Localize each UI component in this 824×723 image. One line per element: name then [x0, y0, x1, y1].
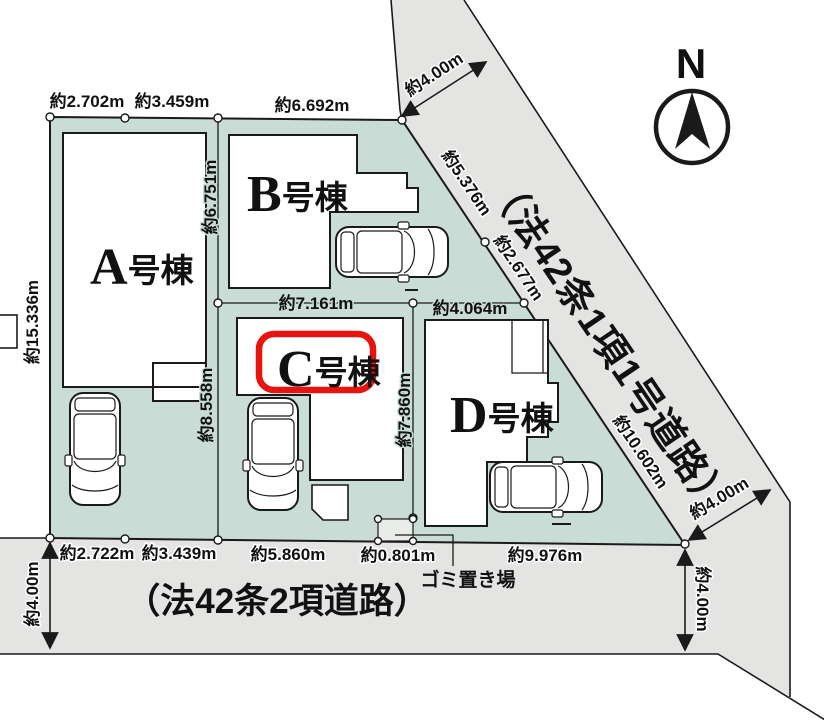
- building-d-bay-window: [511, 320, 548, 374]
- dim-inner-7161: 約7.161m: [279, 293, 354, 313]
- building-c-highlight: [255, 330, 377, 394]
- road-width-arrow-bottom-right: [687, 489, 772, 541]
- dim-inner-7860: 約7.860m: [394, 373, 414, 448]
- building-b-suffix: 号棟: [282, 179, 349, 216]
- tick-marker: [213, 298, 223, 308]
- dim-left-side: 約15.336m: [22, 280, 42, 364]
- tick-marker: [213, 535, 223, 545]
- building-b-outline: [228, 134, 419, 289]
- road-area: [0, 0, 790, 697]
- compass-circle: [653, 88, 731, 166]
- tick-marker: [680, 539, 690, 549]
- building-b-label: B号棟: [247, 166, 349, 223]
- building-a-footprint: [62, 132, 207, 402]
- building-a-letter: A: [90, 239, 128, 296]
- dim-bottom-2: 約3.439m: [142, 543, 217, 563]
- building-d-label: D号棟: [450, 387, 555, 444]
- dim-inner-8558: 約8.558m: [196, 368, 216, 443]
- garbage-box: [377, 518, 414, 542]
- tick-marker: [120, 113, 130, 123]
- bottom-road-name: （法42条2項道路）: [125, 582, 428, 621]
- garbage-label: ゴミ置き場: [420, 568, 515, 591]
- building-c-suffix: 号棟: [315, 354, 382, 391]
- tick-marker: [408, 298, 418, 308]
- garbage-leader-line: [395, 534, 454, 566]
- tick-marker: [213, 113, 223, 123]
- dim-top-3: 約6.692m: [275, 95, 350, 115]
- compass-north-label: N: [676, 40, 706, 87]
- compass-needle-icon: [675, 92, 710, 149]
- tick-marker: [408, 514, 418, 524]
- road-width-label-left: 約4.00m: [22, 561, 42, 626]
- building-c-label: C号棟: [277, 341, 382, 398]
- tick-marker: [408, 536, 418, 546]
- building-d-letter: D: [450, 387, 488, 444]
- dim-inner-6751: 約6.751m: [200, 160, 220, 235]
- tick-marker: [480, 237, 490, 247]
- building-d-suffix: 号棟: [488, 400, 555, 437]
- tick-marker: [120, 534, 130, 544]
- dim-top-2: 約3.459m: [135, 91, 210, 111]
- road-width-arrow-top: [400, 61, 488, 117]
- road-width-label-right: 約4.00m: [693, 566, 713, 631]
- dim-inner-4064: 約4.064m: [433, 298, 508, 318]
- building-c-letter: C: [277, 341, 315, 398]
- dim-bottom-3: 約5.860m: [251, 544, 326, 564]
- building-b-letter: B: [247, 166, 282, 223]
- road-edge-right: [463, 0, 791, 697]
- bottom-road-bottom-edge: [0, 653, 824, 721]
- dim-bottom-1: 約2.722m: [60, 543, 135, 563]
- tick-marker: [45, 533, 55, 543]
- dim-bottom-4: 約0.801m: [361, 545, 436, 565]
- car-top-view-b: [335, 221, 449, 283]
- tick-marker: [373, 536, 383, 546]
- tick-marker: [519, 298, 529, 308]
- tick-marker: [373, 514, 383, 524]
- compass: N: [653, 40, 731, 166]
- building-c-porch: [311, 484, 349, 521]
- car-top-view-a: [64, 392, 126, 506]
- dim-bottom-5: 約9.976m: [508, 545, 583, 565]
- neighbor-building-fragment: [0, 314, 18, 349]
- building-c-footprint: [236, 317, 404, 521]
- building-a-label: A号棟: [90, 239, 195, 296]
- boundary-ticks: [45, 112, 690, 549]
- dim-top-1: 約2.702m: [50, 91, 125, 111]
- tick-marker: [397, 115, 407, 125]
- tick-marker: [45, 112, 55, 122]
- car-top-view-d: [489, 456, 603, 518]
- building-d-footprint: [424, 319, 559, 527]
- building-a-suffix: 号棟: [128, 252, 195, 289]
- car-top-view-c: [242, 397, 304, 511]
